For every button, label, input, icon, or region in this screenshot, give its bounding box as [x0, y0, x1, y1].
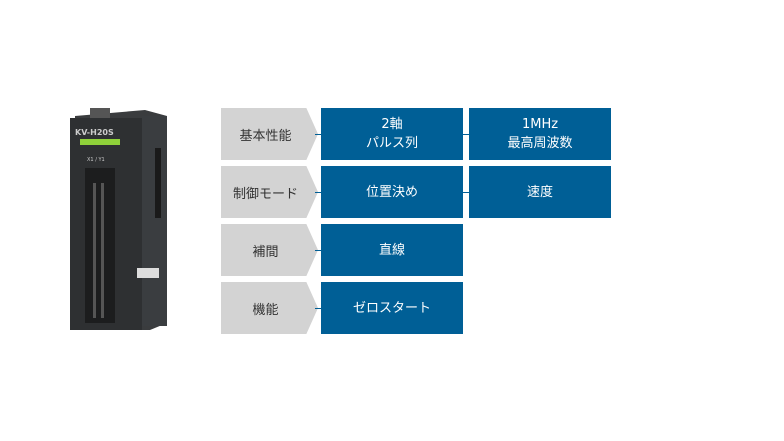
model-label: KV-H20S [75, 128, 114, 137]
cell-line2: 最高周波数 [507, 136, 573, 151]
row-label: 補間 [221, 224, 318, 276]
cell-line1: 2軸 [381, 117, 403, 132]
cell-line1: 速度 [526, 184, 553, 200]
spec-cell: 直線 [321, 224, 463, 276]
connector [463, 192, 469, 193]
connector [315, 250, 321, 251]
row-label: 基本性能 [221, 108, 318, 160]
cell-line2: パルス列 [365, 136, 418, 151]
product-image: KV-H20S X1 / Y1 [55, 108, 175, 333]
connector [315, 192, 321, 193]
cell-line1: 1MHz [521, 117, 559, 132]
spec-cell: 1MHz 最高周波数 [469, 108, 611, 160]
spec-cell: 速度 [469, 166, 611, 218]
row-label: 制御モード [221, 166, 318, 218]
connector [463, 134, 469, 135]
spec-cell: ゼロスタート [321, 282, 463, 334]
port-label: X1 / Y1 [87, 157, 105, 163]
spec-cell: 2軸パルス列 [321, 108, 463, 160]
connector [315, 308, 321, 309]
row-label: 機能 [221, 282, 318, 334]
cell-line1: ゼロスタート [352, 300, 431, 316]
spec-cell: 位置決め [321, 166, 463, 218]
cell-line1: 位置決め [365, 184, 418, 200]
connector [315, 134, 321, 135]
cell-line1: 直線 [378, 242, 405, 258]
